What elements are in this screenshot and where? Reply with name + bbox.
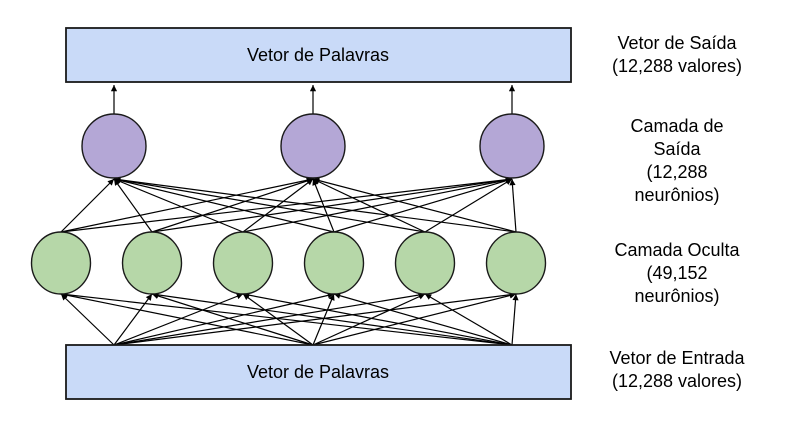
hidden-neuron [485, 231, 547, 295]
annotation-line: Vetor de Entrada [609, 348, 745, 368]
annotation-line: Saída [653, 139, 701, 159]
connection-arrow [113, 292, 335, 346]
connection-arrow [113, 177, 335, 233]
connection-arrow [113, 176, 517, 233]
connection-arrow [151, 292, 314, 346]
hidden-neuron [30, 231, 92, 295]
connection-arrow [312, 178, 335, 233]
connection-arrow [312, 178, 426, 233]
connection-arrow [312, 293, 426, 346]
connection-arrow [60, 292, 314, 346]
annotation-line: Vetor de Saída [617, 33, 737, 53]
connection-arrow [60, 178, 115, 233]
connection-arrow [113, 293, 153, 346]
connection-edges [60, 85, 519, 346]
connection-arrow [60, 176, 513, 233]
hidden-neuron [212, 231, 274, 295]
output-vector-box [65, 27, 572, 83]
connection-arrow [151, 176, 513, 233]
connection-arrow [151, 177, 314, 233]
output-neuron [280, 113, 346, 179]
neuron-nodes [30, 113, 547, 295]
connection-arrow [242, 292, 513, 346]
annotation-line: (12,288 [646, 162, 707, 182]
output-neuron [81, 113, 147, 179]
connection-arrow [242, 178, 314, 233]
annotation-input-vector: Vetor de Entrada (12,288 valores) [609, 348, 745, 391]
connection-arrow [60, 293, 115, 346]
connection-arrow [312, 293, 335, 346]
annotation-line: Camada de [630, 116, 723, 136]
hidden-neuron [121, 231, 183, 295]
connection-arrow [312, 292, 517, 346]
connection-arrow [511, 293, 519, 346]
connection-arrow [113, 176, 426, 233]
connection-arrow [113, 291, 426, 346]
connection-arrow [509, 178, 517, 233]
input-vector-box [65, 344, 572, 400]
connection-arrow [424, 178, 513, 233]
annotation-line: (12,288 valores) [612, 56, 742, 76]
connection-arrow [113, 178, 153, 233]
output-vector-box-label: Vetor de Palavras [247, 45, 389, 65]
connection-arrow [333, 292, 513, 346]
connection-arrow [424, 293, 513, 346]
connection-arrow [113, 291, 517, 346]
annotation-line: (12,288 valores) [612, 371, 742, 391]
annotation-output-layer: Camada de Saída (12,288 neurônios) [630, 116, 723, 205]
connection-arrow [312, 177, 517, 233]
connection-arrow [60, 177, 314, 233]
connection-arrow [113, 293, 244, 346]
connection-arrow [242, 293, 314, 346]
annotation-line: (49,152 [646, 263, 707, 283]
connection-arrow [60, 291, 513, 346]
connection-arrow [151, 291, 513, 346]
annotation-line: neurônios) [634, 185, 719, 205]
annotation-output-vector: Vetor de Saída (12,288 valores) [612, 33, 742, 76]
hidden-neuron [394, 231, 456, 295]
connection-arrow [333, 177, 513, 233]
connection-arrow [242, 177, 513, 233]
annotation-hidden-layer: Camada Oculta (49,152 neurônios) [614, 240, 740, 306]
hidden-neuron [303, 231, 365, 295]
output-neuron [479, 113, 545, 179]
connection-arrow [113, 178, 244, 233]
input-vector-box-label: Vetor de Palavras [247, 362, 389, 382]
annotation-line: Camada Oculta [614, 240, 740, 260]
annotation-line: neurônios) [634, 286, 719, 306]
